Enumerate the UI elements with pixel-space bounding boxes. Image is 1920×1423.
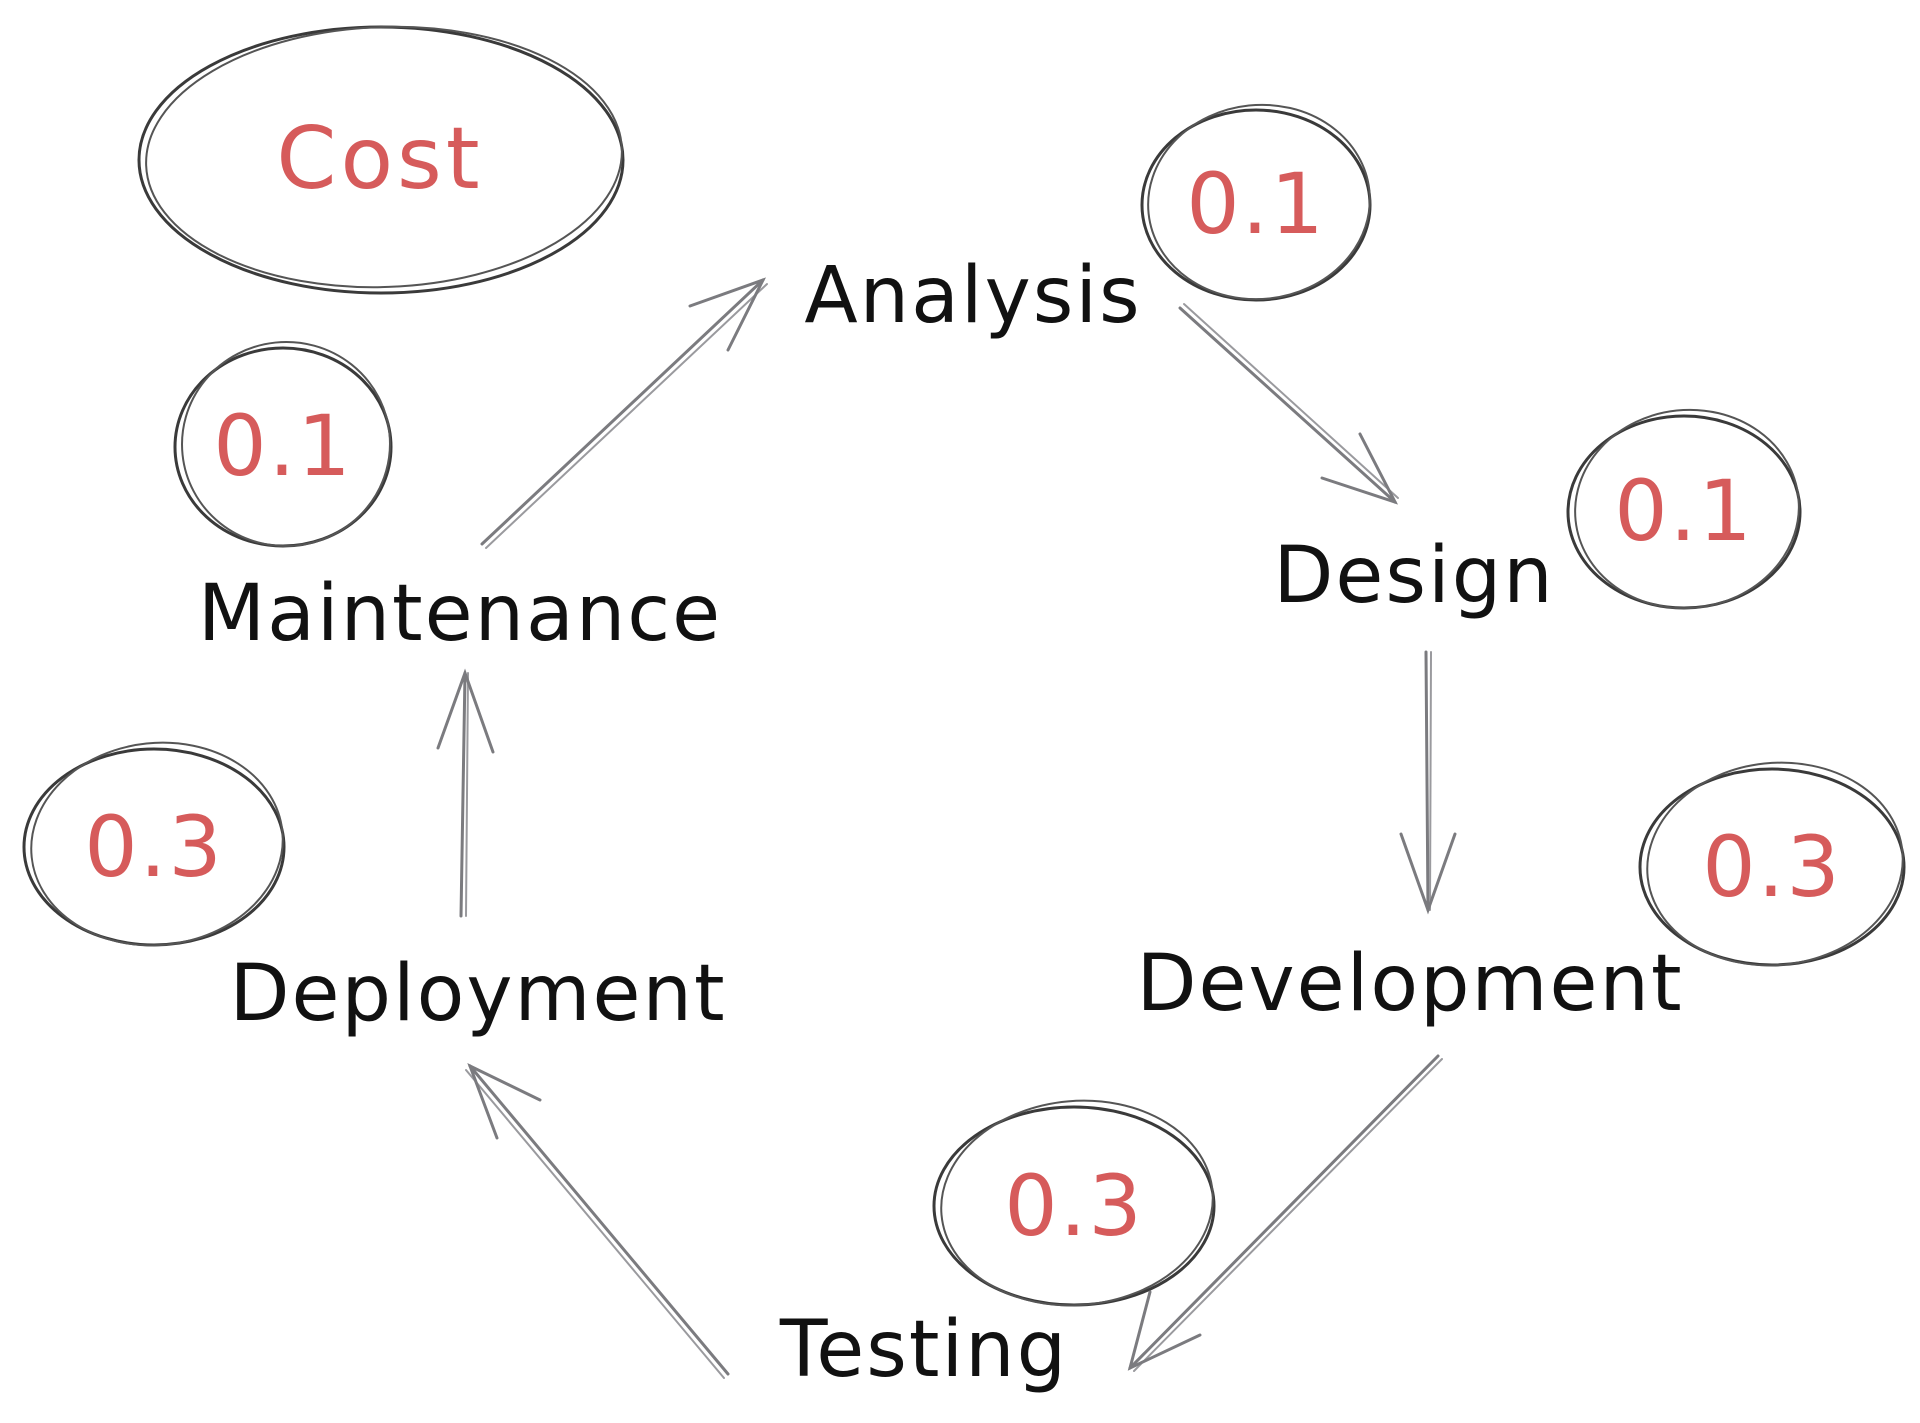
edge-maintenance-analysis-shaft	[480, 278, 765, 546]
edge-design-development-head	[1399, 832, 1457, 915]
edge-deployment-maintenance-shaft-sketch	[465, 672, 469, 917]
edge-deployment-maintenance-shaft	[459, 671, 467, 918]
cost-value-analysis: 0.1	[1186, 155, 1326, 253]
cost-badge-maintenance: 0.1	[173, 340, 393, 548]
stage-label-maintenance: Maintenance	[198, 569, 722, 659]
edge-maintenance-to-analysis	[480, 277, 768, 549]
edge-development-to-testing	[1127, 1054, 1443, 1372]
cost-badge-maintenance-outline-sketch	[181, 340, 391, 548]
cost-badge-development: 0.3	[1638, 761, 1906, 967]
cost-badge-deployment-outline-sketch	[30, 741, 284, 947]
stage-label-deployment: Deployment	[229, 949, 726, 1039]
edge-design-to-development	[1399, 650, 1457, 915]
cost-badge-analysis-outline-sketch	[1147, 103, 1371, 301]
cost-value-maintenance: 0.1	[213, 397, 353, 495]
edge-analysis-design-head	[1320, 432, 1399, 505]
edge-design-development-shaft-sketch	[1429, 651, 1432, 911]
stage-label-design: Design	[1273, 531, 1554, 621]
cost-badge-testing-outline-sketch	[940, 1099, 1214, 1307]
edge-deployment-to-maintenance	[436, 668, 495, 918]
edge-analysis-to-design	[1178, 303, 1399, 505]
edge-development-testing-shaft	[1128, 1054, 1440, 1370]
cost-badge-design-outline-sketch	[1574, 408, 1800, 610]
edge-development-testing-head	[1127, 1290, 1202, 1371]
cost-badge-deployment: 0.3	[22, 741, 286, 947]
cost-badge-design: 0.1	[1566, 408, 1802, 610]
cost-badge-development-outline-sketch	[1646, 761, 1904, 967]
edge-design-development-shaft	[1424, 650, 1430, 912]
edge-testing-deployment-head	[467, 1063, 542, 1140]
cost-value-design: 0.1	[1614, 462, 1754, 560]
cost-badge-testing: 0.3	[932, 1099, 1216, 1307]
stage-label-development: Development	[1136, 939, 1683, 1029]
edge-testing-to-deployment	[465, 1063, 730, 1379]
edge-analysis-design-shaft	[1178, 306, 1397, 504]
cost-badge-analysis: 0.1	[1140, 103, 1372, 302]
edge-deployment-maintenance-head	[436, 668, 495, 754]
cost-legend: Cost	[137, 25, 625, 295]
edge-testing-deployment-shaft-sketch	[465, 1069, 725, 1379]
edge-testing-deployment-shaft	[468, 1064, 730, 1376]
edge-analysis-design-shaft-sketch	[1183, 303, 1399, 499]
cost-value-deployment: 0.3	[84, 798, 224, 896]
stage-label-analysis: Analysis	[804, 251, 1141, 341]
cost-value-testing: 0.3	[1004, 1157, 1144, 1255]
edge-maintenance-analysis-shaft-sketch	[485, 283, 768, 549]
cost-legend-title: Cost	[276, 109, 483, 209]
cost-legend-outline-sketch	[145, 25, 623, 289]
cost-value-development: 0.3	[1702, 818, 1842, 916]
stage-label-testing: Testing	[779, 1305, 1068, 1395]
edge-development-testing-shaft-sketch	[1133, 1058, 1443, 1372]
edge-maintenance-analysis-head	[688, 277, 767, 352]
